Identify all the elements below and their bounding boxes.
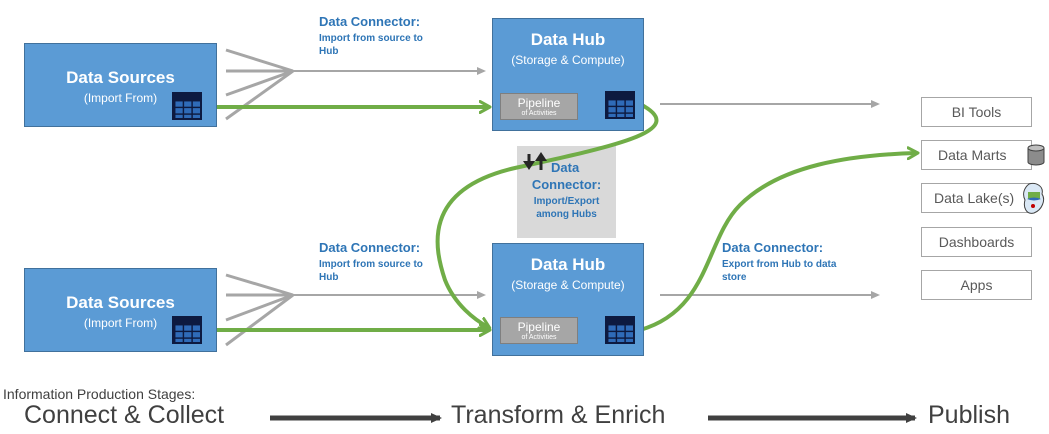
table-icon	[605, 316, 635, 344]
connector-title: Data Connector:	[722, 240, 824, 255]
connector-desc: Import from source to	[319, 33, 423, 44]
top-source-fan	[225, 48, 294, 121]
data-hub-bottom-title: Data Hub	[530, 255, 606, 274]
data-sources-top-title: Data Sources	[66, 68, 175, 87]
table-icon	[605, 91, 635, 119]
stages-caption: Information Production Stages:	[3, 386, 196, 402]
connector-title: Data Connector:	[319, 240, 421, 255]
output-bi-tools: BI Tools	[921, 97, 1032, 127]
data-sources-bottom-title: Data Sources	[66, 293, 175, 312]
connector-title: Data Connector:	[319, 14, 421, 29]
connector-desc: Import/Export	[533, 196, 600, 207]
output-data-marts-label: Data Marts	[938, 147, 1007, 163]
connector-title: Data	[551, 160, 580, 175]
export-connector-label: Data Connector: Export from Hub to data …	[722, 240, 836, 284]
database-icon	[1027, 144, 1045, 166]
up-down-arrows-icon	[523, 152, 547, 170]
stage-transform-enrich: Transform & Enrich	[451, 401, 666, 429]
connector-desc: Hub	[319, 272, 339, 283]
connector-desc: among Hubs	[536, 209, 597, 220]
import-connector-top-label: Data Connector: Import from source to Hu…	[319, 14, 423, 58]
pipeline-bottom: Pipeline of Activities	[500, 317, 578, 344]
import-connector-bottom-label: Data Connector: Import from source to Hu…	[319, 240, 423, 284]
connector-desc: Hub	[319, 46, 339, 57]
exchange-connector-label: Data Connector: Import/Export among Hubs	[517, 160, 616, 221]
output-data-marts: Data Marts	[921, 140, 1032, 170]
stage-connect-collect: Connect & Collect	[24, 401, 225, 429]
table-icon	[172, 316, 202, 344]
output-dashboards: Dashboards	[921, 227, 1032, 257]
pipeline-top-label: Pipeline	[517, 96, 561, 110]
bottom-source-fan	[225, 273, 294, 347]
pipeline-bottom-label: Pipeline	[517, 320, 561, 334]
export-to-data-marts-flow	[638, 153, 916, 332]
data-sources-bottom-subtitle: (Import From)	[83, 316, 158, 330]
table-icon	[172, 92, 202, 120]
output-data-lakes: Data Lake(s)	[921, 183, 1032, 213]
pipeline-bottom-sublabel: of Activities	[521, 334, 557, 341]
stage-publish: Publish	[928, 401, 1010, 429]
data-hub-top-subtitle: (Storage & Compute)	[511, 53, 625, 67]
lake-icon	[1023, 183, 1045, 214]
output-apps: Apps	[921, 270, 1032, 300]
data-hub-bottom-subtitle: (Storage & Compute)	[511, 278, 625, 292]
connector-desc: Export from Hub to data	[722, 259, 837, 270]
pipeline-top: Pipeline of Activities	[500, 93, 578, 120]
output-data-lakes-label: Data Lake(s)	[934, 190, 1015, 206]
hub-to-hub-flow	[435, 102, 659, 327]
pipeline-top-sublabel: of Activities	[521, 110, 557, 117]
connector-desc: store	[722, 272, 747, 283]
data-sources-top-subtitle: (Import From)	[83, 91, 158, 105]
connector-desc: Import from source to	[319, 259, 423, 270]
connector-title: Connector:	[531, 177, 602, 192]
data-hub-top-title: Data Hub	[530, 30, 606, 49]
